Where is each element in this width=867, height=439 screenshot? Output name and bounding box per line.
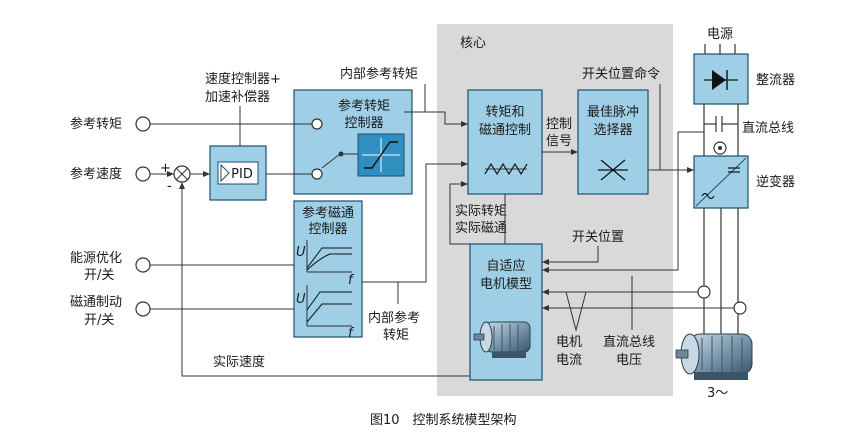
inverter-label: 逆变器 xyxy=(756,174,795,190)
power-supply-label: 电源 xyxy=(707,27,733,42)
torque-switch-contact-bottom xyxy=(311,168,323,180)
plus-sign: + xyxy=(160,161,171,176)
motor-model-label-1: 自适应 xyxy=(486,258,525,274)
uf-graph2-curve-b xyxy=(306,303,352,323)
inverter-diagonal xyxy=(695,157,747,207)
switch-cmd-label: 开关位置命令 xyxy=(582,66,660,82)
pulse-selector-label-2: 选择器 xyxy=(593,123,632,138)
speed-ref-terminal xyxy=(135,166,151,182)
torque-switch-blade xyxy=(321,153,341,169)
pulse-selector-label-1: 最佳脉冲 xyxy=(587,105,639,120)
torque-switch-pivot xyxy=(338,151,344,157)
current-sensor-w xyxy=(733,301,747,315)
model-motor-icon xyxy=(473,321,531,358)
dc-bus-label: 直流总线 xyxy=(742,121,794,136)
internal-torque-ref-top-label: 内部参考转矩 xyxy=(340,66,418,82)
inverter-dc-ac-icon xyxy=(701,167,740,200)
internal-torque-ref-bottom-label-1: 内部参考 xyxy=(368,310,420,326)
induction-motor-icon xyxy=(675,333,753,380)
dc-capacitor-icon xyxy=(704,116,738,132)
energy-opt-label-2: 开/关 xyxy=(84,268,114,283)
wire-feedback-torque-flux xyxy=(449,181,476,245)
motor-current-label-1: 电机 xyxy=(556,335,582,350)
minus-sign: - xyxy=(167,179,172,194)
pid-triangle-icon xyxy=(220,163,230,183)
wire-actual-speed xyxy=(179,182,470,377)
dtc-block xyxy=(467,89,543,195)
selector-cross-icon xyxy=(598,159,628,181)
uf-graph1-u-label: U xyxy=(296,245,306,260)
flux-brake-terminal xyxy=(135,301,151,317)
dc-voltage-label-1: 直流总线 xyxy=(603,335,655,350)
switch-pos-label: 开关位置 xyxy=(572,230,624,245)
current-sensor-u xyxy=(697,285,711,299)
flux-ctrl-label-2: 控制器 xyxy=(308,222,347,237)
actual-speed-label: 实际速度 xyxy=(213,354,265,370)
uf-graph1-curve-a xyxy=(306,247,352,269)
energy-opt-terminal xyxy=(135,257,151,273)
wire-switch-pos xyxy=(542,246,599,265)
dc-voltage-sensor-dot xyxy=(718,146,722,150)
pid-inner-box xyxy=(217,161,259,185)
energy-opt-label-1: 能源优化 xyxy=(70,251,122,266)
actual-flux-label: 实际磁通 xyxy=(455,221,507,236)
torque-switch-contact-top xyxy=(311,118,323,130)
rectifier-label: 整流器 xyxy=(756,73,795,88)
uf-graph2-f-label: f xyxy=(348,326,355,341)
pid-label: PID xyxy=(231,167,253,182)
flux-brake-label-1: 磁通制动 xyxy=(70,295,122,310)
speed-ctrl-label-2: 加速补偿器 xyxy=(205,90,270,105)
flux-brake-label-2: 开/关 xyxy=(84,313,114,328)
actual-torque-label: 实际转矩 xyxy=(455,204,507,219)
torque-ref-label: 参考转矩 xyxy=(70,116,122,132)
three-phase-label: 3～ xyxy=(707,386,728,401)
motor-current-pointer xyxy=(565,291,587,332)
limiter-curve-icon xyxy=(364,141,398,169)
uf-graph2-curve-a xyxy=(306,291,352,311)
uf-graph1-curve-b xyxy=(306,253,352,271)
summing-cross-b xyxy=(175,167,189,181)
torque-ref-terminal xyxy=(135,116,151,132)
speed-ref-label: 参考速度 xyxy=(70,166,122,182)
motor-model-label-2: 电机模型 xyxy=(480,277,532,292)
control-signal-label-2: 信号 xyxy=(546,134,572,149)
flux-ctrl-label-1: 参考磁通 xyxy=(302,205,354,221)
internal-torque-ref-bottom-label-2: 转矩 xyxy=(383,328,409,343)
torque-ctrl-label-2: 控制器 xyxy=(344,116,383,131)
dtc-label-2: 磁通控制 xyxy=(479,123,531,138)
motor-current-label-2: 电流 xyxy=(556,353,582,368)
core-label: 核心 xyxy=(460,36,486,51)
flux-ctrl-block xyxy=(293,200,363,338)
speed-ctrl-label-1: 速度控制器+ xyxy=(205,71,281,87)
control-signal-label-1: 控制 xyxy=(546,117,572,132)
wire-torque-ctrl-to-dtc xyxy=(404,111,468,127)
uf-graph2-u-label: U xyxy=(296,292,306,307)
figure-caption: 图10 控制系统模型架构 xyxy=(370,413,517,428)
pulse-selector-block xyxy=(577,89,649,195)
uf-graph1-f-label: f xyxy=(348,273,355,288)
dtc-label-1: 转矩和 xyxy=(485,105,524,120)
wire-switch-pos-feedback xyxy=(542,132,679,273)
diode-icon xyxy=(704,70,738,90)
dc-voltage-label-2: 电压 xyxy=(616,353,642,368)
wire-flux-ctrl-to-dtc xyxy=(362,161,468,283)
torque-ctrl-label-1: 参考转矩 xyxy=(338,98,390,114)
